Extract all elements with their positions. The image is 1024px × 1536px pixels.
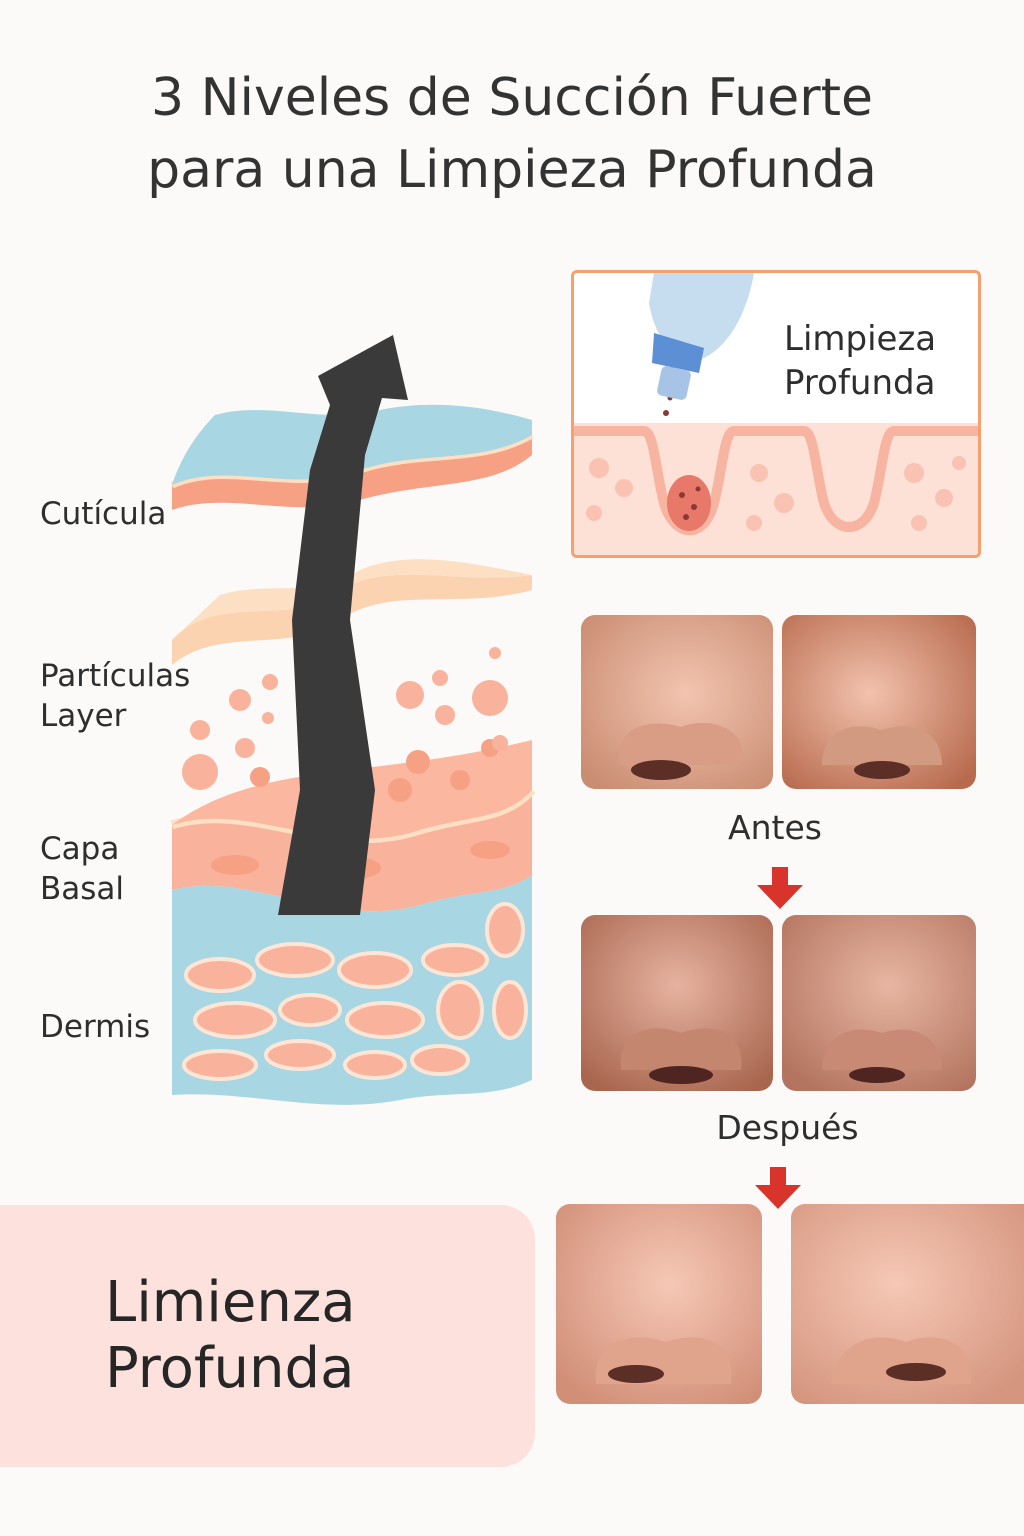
label-capa-basal: Capa Basal bbox=[40, 829, 124, 909]
banner-line-2: Profunda bbox=[105, 1336, 355, 1401]
label-particulas: Partículas Layer bbox=[40, 656, 190, 736]
deep-cleaning-panel: Limpieza Profunda bbox=[571, 270, 981, 558]
nose-photo-4 bbox=[782, 915, 976, 1091]
dermis-block bbox=[172, 875, 532, 1105]
down-arrow-icon bbox=[755, 1167, 801, 1209]
nose-photo-3 bbox=[581, 915, 773, 1091]
nose-photo-1 bbox=[581, 615, 773, 789]
skin-layers-illustration bbox=[170, 335, 536, 1105]
panel-label-line-2: Profunda bbox=[784, 363, 936, 403]
label-cuticula: Cutícula bbox=[40, 496, 167, 532]
label-particulas-line-2: Layer bbox=[40, 698, 127, 734]
label-dermis: Dermis bbox=[40, 1009, 151, 1045]
title-line-2: para una Limpieza Profunda bbox=[147, 140, 877, 200]
caption-antes: Antes bbox=[728, 808, 822, 847]
result-banner bbox=[0, 1205, 535, 1467]
pore-diagram bbox=[574, 273, 978, 555]
panel-label: Limpieza Profunda bbox=[784, 317, 936, 405]
nose-photo-6 bbox=[791, 1204, 1024, 1404]
caption-despues: Después bbox=[716, 1108, 859, 1147]
label-capa-line-2: Basal bbox=[40, 871, 125, 907]
banner-text: Limienza Profunda bbox=[105, 1270, 356, 1402]
banner-line-1: Limienza bbox=[105, 1270, 356, 1335]
label-capa-line-1: Capa bbox=[40, 831, 120, 867]
label-particulas-line-1: Partículas bbox=[40, 658, 191, 694]
down-arrow-icon bbox=[757, 867, 803, 909]
page-title: 3 Niveles de Succión Fuerte para una Lim… bbox=[0, 62, 1024, 206]
nose-photo-2 bbox=[782, 615, 976, 789]
particle-dots bbox=[182, 647, 508, 790]
panel-label-line-1: Limpieza bbox=[784, 319, 937, 359]
title-line-1: 3 Niveles de Succión Fuerte bbox=[151, 68, 873, 128]
nose-photo-5 bbox=[556, 1204, 762, 1404]
